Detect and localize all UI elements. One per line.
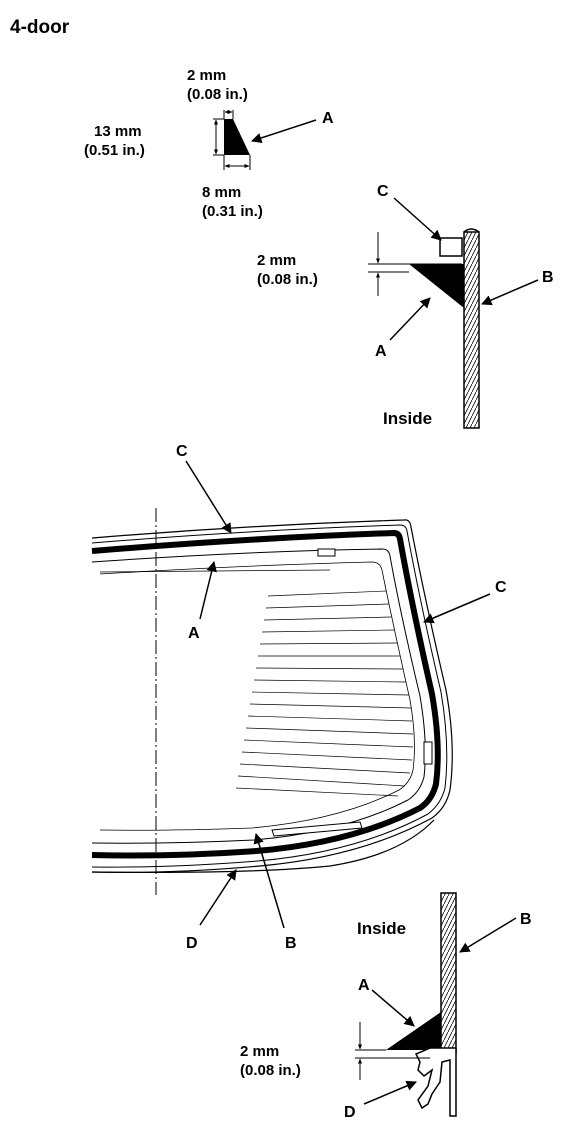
upper-offset-mm: 2 mm [257, 252, 296, 269]
window-tab-top [317, 548, 336, 557]
window-tab-bottom [271, 821, 363, 837]
molding-c-inner [91, 524, 448, 868]
window-label-a: A [188, 625, 200, 642]
lower-b-leader [459, 917, 517, 953]
height-mm: 13 mm [94, 123, 142, 140]
height-in: (0.51 in.) [84, 142, 145, 159]
glass-pane-upper [463, 231, 480, 429]
window-d-leader [199, 869, 237, 926]
lower-offset-mm: 2 mm [240, 1043, 279, 1060]
lower-offset-in: (0.08 in.) [240, 1062, 301, 1079]
rear-window-view [91, 460, 491, 929]
glass-edge [91, 548, 426, 844]
molding-c-outer [91, 519, 453, 873]
window-a-leader [199, 560, 217, 620]
adhesive-a-lower [386, 1012, 441, 1050]
upper-b-leader [481, 279, 539, 306]
label-a-leader [251, 119, 317, 144]
top-width-mm: 2 mm [187, 67, 226, 84]
glass-inner-border [99, 561, 415, 831]
window-label-c-top: C [176, 443, 188, 460]
top-width-in: (0.08 in.) [187, 86, 248, 103]
section-label-a: A [322, 110, 334, 127]
adhesive-section-detail [213, 110, 317, 170]
upper-label-c: C [377, 183, 389, 200]
lower-a-leader [371, 989, 415, 1027]
upper-c-leader [393, 197, 442, 241]
lower-mount-section [355, 892, 517, 1117]
upper-a-leader [389, 297, 431, 341]
upper-label-a: A [375, 343, 387, 360]
lower-label-b: B [520, 911, 532, 928]
glass-pane-lower [440, 892, 457, 1054]
bottom-width-mm: 8 mm [202, 184, 241, 201]
page-title: 4-door [10, 17, 70, 38]
molding-d [91, 819, 435, 873]
window-c-top-leader [185, 460, 232, 534]
upper-offset-in: (0.08 in.) [257, 271, 318, 288]
window-b-leader [253, 832, 285, 929]
adhesive-a-upper [409, 264, 464, 308]
window-label-c-right: C [495, 579, 507, 596]
window-c-right-leader [423, 593, 491, 624]
lower-label-a: A [358, 977, 370, 994]
lower-d-leader [363, 1080, 417, 1105]
lower-inside-label: Inside [357, 919, 406, 938]
adhesive-bead-shape [224, 119, 250, 155]
upper-mount-section [368, 197, 539, 429]
defroster-grid [235, 590, 414, 797]
upper-label-b: B [542, 269, 554, 286]
spacer-c-upper [439, 237, 463, 257]
bottom-width-in: (0.31 in.) [202, 203, 263, 220]
lower-label-d: D [344, 1104, 356, 1121]
upper-inside-label: Inside [383, 409, 432, 428]
window-label-d: D [186, 935, 198, 952]
molding-d-profile [414, 1047, 457, 1117]
window-label-b: B [285, 935, 297, 952]
window-tab-side [423, 741, 433, 765]
